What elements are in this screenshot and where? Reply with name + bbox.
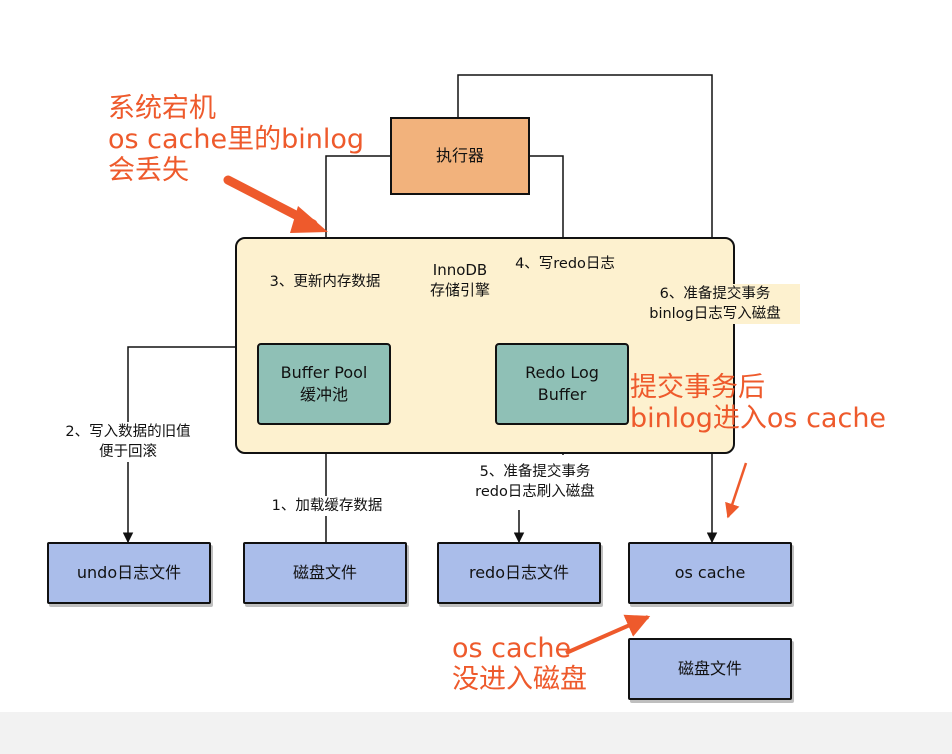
undo-log-file-label: undo日志文件 <box>76 563 182 582</box>
buffer-pool-label-2: 缓冲池 <box>299 385 348 404</box>
disk-file-label-2: 磁盘文件 <box>677 659 742 678</box>
step-2-label: 2、写入数据的旧值 便于回滚 <box>40 422 216 462</box>
annotation-crash: 系统宕机 os cache里的binlog 会丢失 <box>108 93 365 186</box>
annotation-not-disk: os cache 没进入磁盘 <box>452 633 587 695</box>
annotation-commit: 提交事务后 binlog进入os cache <box>630 372 887 434</box>
redo-log-buffer-label-2: Buffer <box>537 385 587 404</box>
undo-log-file-box: undo日志文件 <box>47 542 211 604</box>
arrow-write-undo <box>122 346 235 544</box>
step-6-label: 6、准备提交事务 binlog日志写入磁盘 <box>630 284 800 324</box>
redo-log-buffer-label-1: Redo Log <box>525 363 599 382</box>
annotation-arrow-commit <box>725 462 748 519</box>
annotation-arrow-crash-head <box>290 206 328 233</box>
bottom-band <box>0 712 952 754</box>
executor-label: 执行器 <box>435 146 484 165</box>
redo-log-buffer-box: Redo Log Buffer <box>495 343 629 425</box>
executor-box: 执行器 <box>390 117 530 195</box>
step-5-label: 5、准备提交事务 redo日志刷入磁盘 <box>455 462 615 502</box>
annotation-arrow-not-disk <box>565 614 651 655</box>
os-cache-box: os cache <box>628 542 792 604</box>
redo-log-file-label: redo日志文件 <box>468 563 570 582</box>
os-cache-label: os cache <box>674 563 746 582</box>
innodb-label: InnoDB 存储引擎 <box>429 261 490 299</box>
disk-file-box: 磁盘文件 <box>243 542 407 604</box>
buffer-pool-label-1: Buffer Pool <box>280 363 368 382</box>
step-3-label: 3、更新内存数据 <box>250 272 400 292</box>
buffer-pool-box: Buffer Pool 缓冲池 <box>257 343 391 425</box>
disk-file-label: 磁盘文件 <box>292 563 357 582</box>
redo-log-file-box: redo日志文件 <box>437 542 601 604</box>
disk-file-box-2: 磁盘文件 <box>628 638 792 700</box>
step-1-label: 1、加载缓存数据 <box>250 496 404 516</box>
step-4-label: 4、写redo日志 <box>505 254 625 274</box>
